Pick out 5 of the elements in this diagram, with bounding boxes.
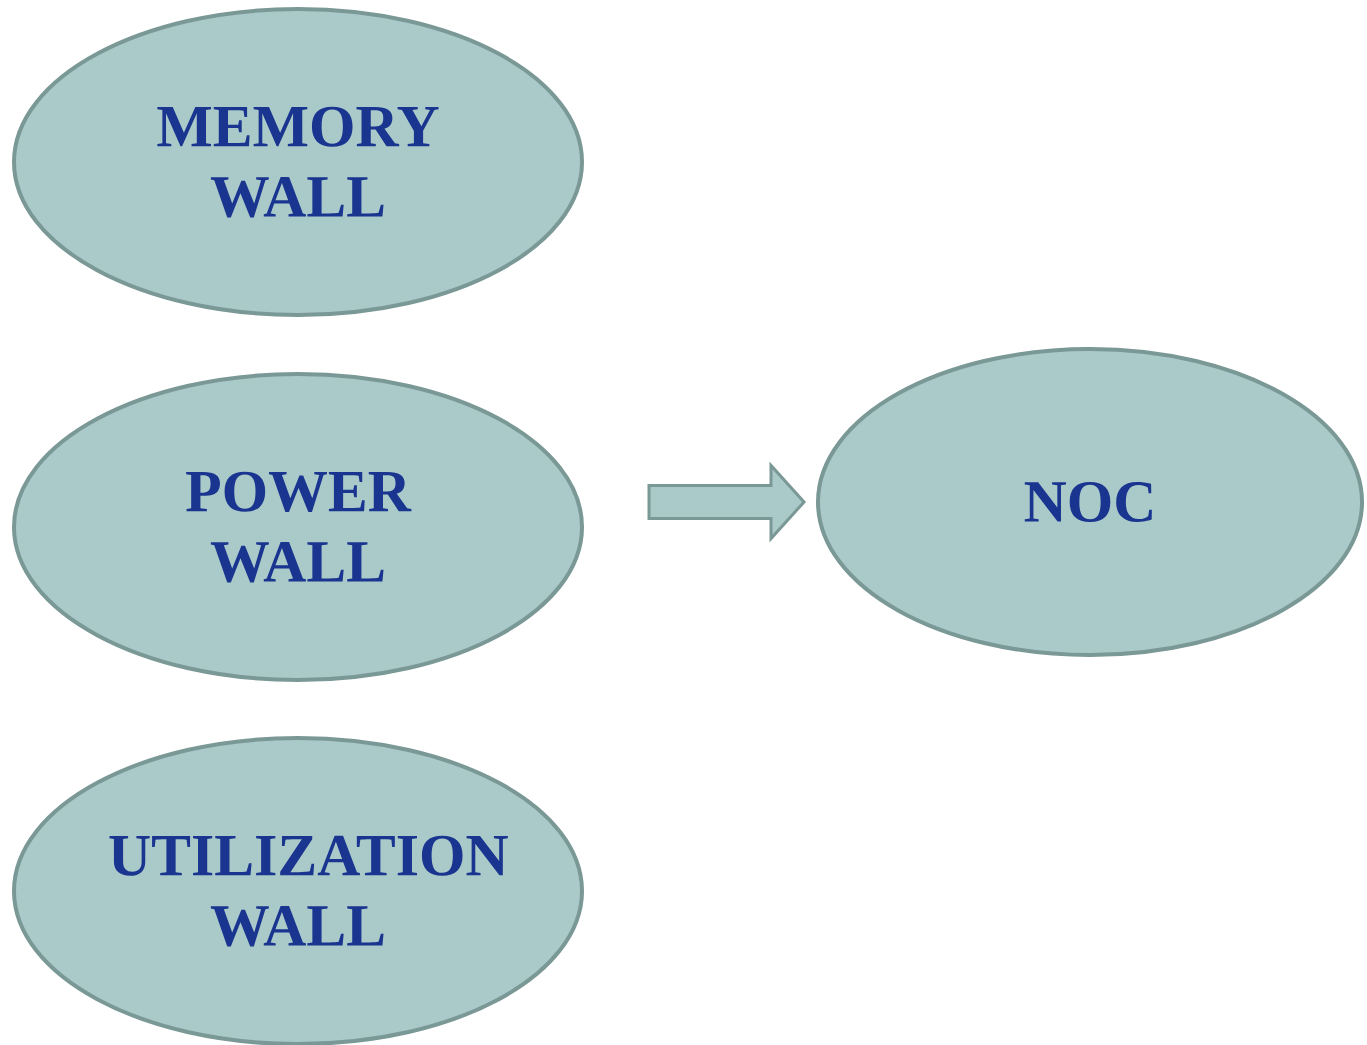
ellipse-node: MEMORY WALL: [12, 7, 584, 317]
ellipse-node: UTILIZATION WALL: [12, 736, 584, 1045]
ellipse-node: NOC: [816, 347, 1364, 657]
ellipse-node: POWER WALL: [12, 372, 584, 682]
block-arrow: [647, 461, 807, 543]
